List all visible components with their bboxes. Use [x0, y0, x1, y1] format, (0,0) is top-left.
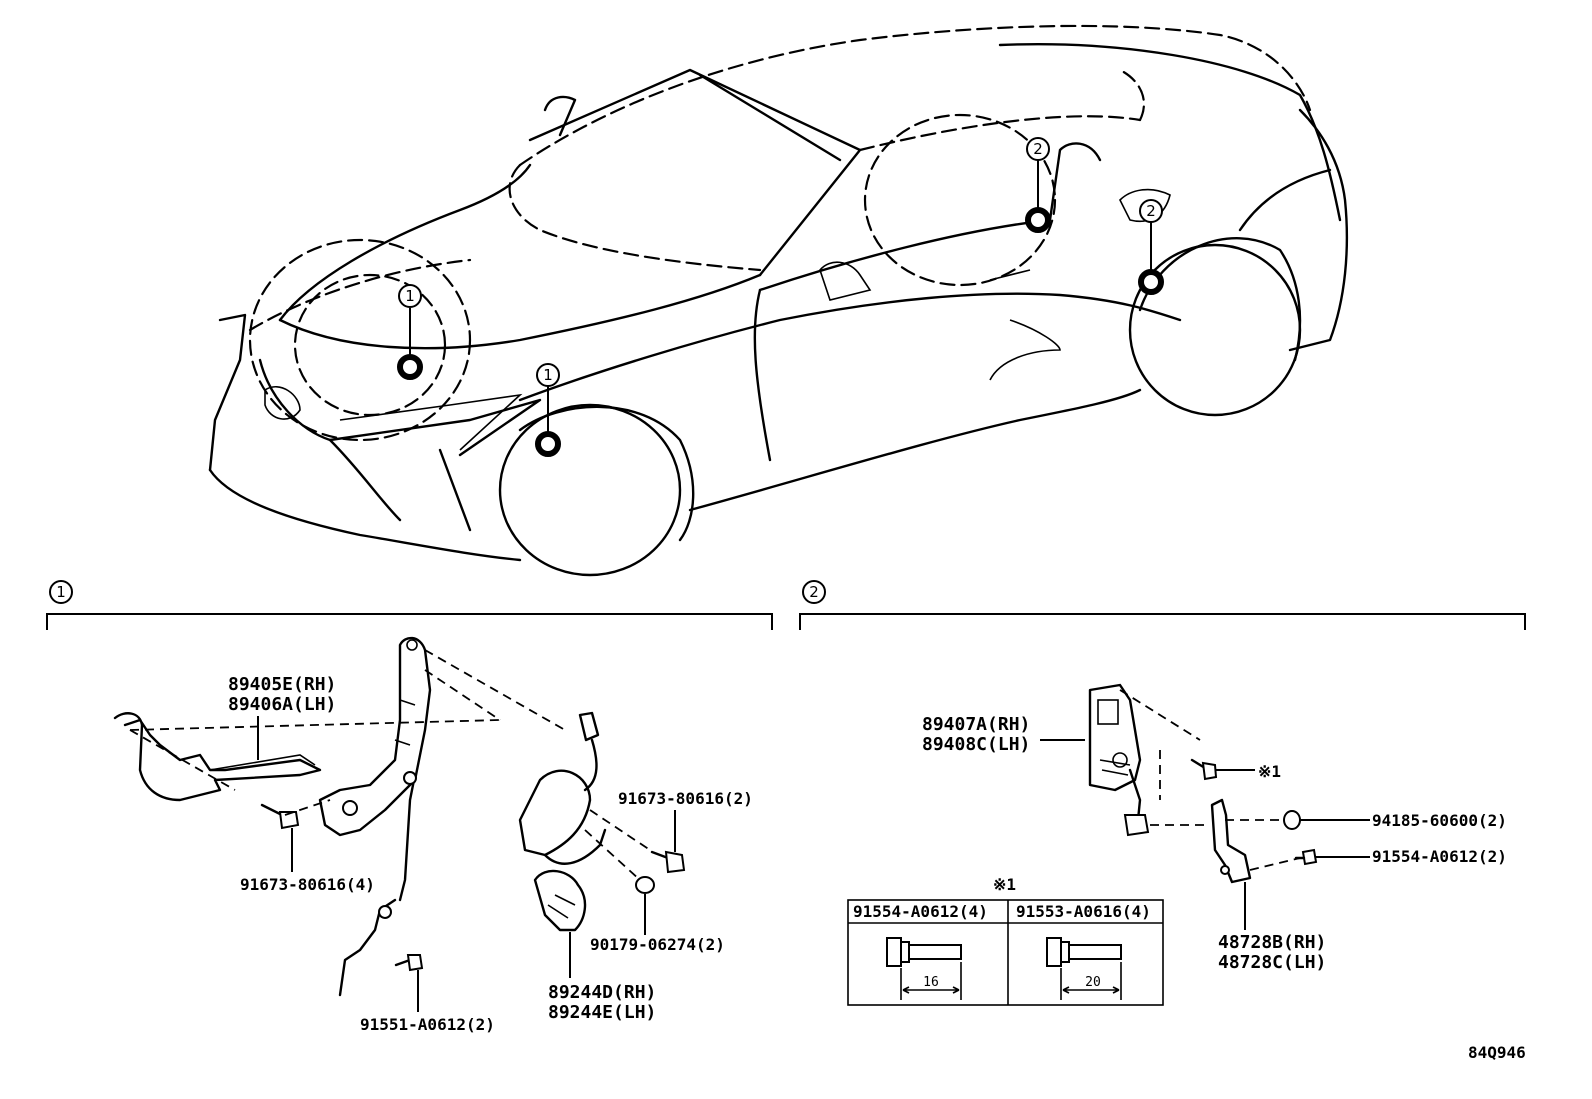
- part-89406A: 89406A(LH): [228, 694, 336, 715]
- bolt-icon: [650, 850, 686, 874]
- nut-icon: [635, 876, 655, 894]
- part-89244E: 89244E(LH): [548, 1002, 656, 1023]
- part-91551-A0612-2: 91551-A0612(2): [360, 1015, 495, 1034]
- bolt-table-col2-dim: 20: [1085, 975, 1101, 990]
- sensor-icon: [318, 636, 432, 997]
- section-2-callout: 2: [809, 583, 819, 601]
- mount-point-icon: [535, 431, 561, 457]
- bracket-icon: [113, 712, 322, 802]
- mount-point-icon: [1138, 269, 1164, 295]
- section-1-front-height-sensor: 1 91673-80616(4) 89405E(RH) 89406A(LH): [46, 580, 773, 1034]
- bolt-icon: [394, 954, 424, 972]
- car-outline: [208, 24, 1349, 577]
- ref-mark-1: ※1: [1258, 762, 1281, 781]
- bolt-icon: [1046, 937, 1122, 1000]
- part-94185-60600-2: 94185-60600(2): [1372, 811, 1507, 830]
- bolt-table-title: ※1: [993, 875, 1016, 894]
- bracket-icon: [1210, 798, 1252, 884]
- bolt-icon: [886, 937, 962, 1000]
- bolt-icon: [260, 803, 300, 830]
- mount-point-icon: [1025, 207, 1051, 233]
- mount-point-icon: [397, 354, 423, 380]
- section-1-callout: 1: [56, 583, 66, 601]
- part-91673-80616-2: 91673-80616(2): [618, 789, 753, 808]
- part-89407A: 89407A(RH): [922, 714, 1030, 735]
- mount-points: 1 1 2 2: [397, 137, 1164, 457]
- callout-1-front-left: 1: [405, 287, 415, 305]
- bolt-table-col1-dim: 16: [923, 975, 939, 990]
- part-89408C: 89408C(LH): [922, 734, 1030, 755]
- part-48728C: 48728C(LH): [1218, 952, 1326, 973]
- diagram-code: 84Q946: [1468, 1043, 1526, 1062]
- bolt-table-col2-header: 91553-A0616(4): [1016, 902, 1151, 921]
- part-89405E: 89405E(RH): [228, 674, 336, 695]
- part-89244D: 89244D(RH): [548, 982, 656, 1003]
- part-91673-80616-4: 91673-80616(4): [240, 875, 375, 894]
- part-91554-A0612-2: 91554-A0612(2): [1372, 847, 1507, 866]
- section-2-rear-height-sensor: 2 89407A(RH) 89408C(LH) ※1: [799, 580, 1526, 1006]
- sensor-icon: [1088, 683, 1150, 837]
- bolt-table-col1-header: 91554-A0612(4): [853, 902, 988, 921]
- sensor-icon: [518, 711, 607, 932]
- bolt-spec-table: ※1 91554-A0612(4) 91553-A0616(4) 16: [847, 875, 1164, 1006]
- part-90179-06274-2: 90179-06274(2): [590, 935, 725, 954]
- nut-icon: [1283, 810, 1301, 830]
- bolt-icon: [1294, 848, 1318, 866]
- bolt-icon: [1190, 758, 1218, 781]
- part-48728B: 48728B(RH): [1218, 932, 1326, 953]
- callout-2-rear-left: 2: [1033, 140, 1043, 158]
- callout-2-rear-right: 2: [1146, 202, 1156, 220]
- callout-1-front-right: 1: [543, 366, 553, 384]
